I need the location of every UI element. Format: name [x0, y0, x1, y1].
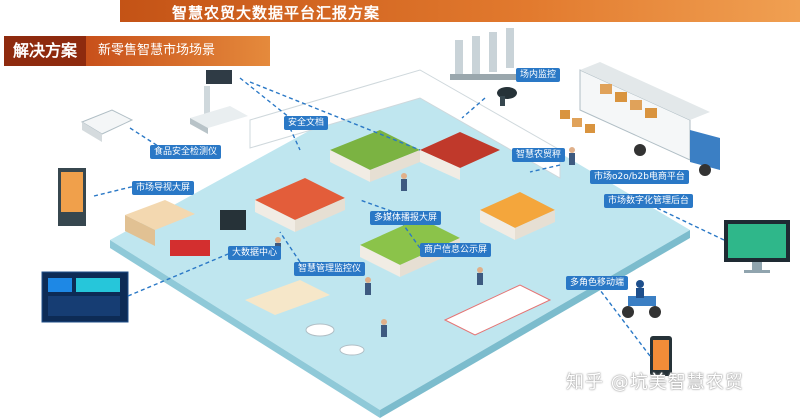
- food-tester-device: [80, 109, 134, 142]
- callout-data-center: 大数据中心: [228, 246, 282, 260]
- data-center-dashboard: [41, 271, 129, 323]
- delivery-truck: [579, 62, 720, 176]
- title-strip: [120, 0, 800, 22]
- callout-management: 市场数字化管理后台: [604, 194, 694, 208]
- smart-scale-device: [190, 70, 248, 134]
- produce-stalls: [255, 130, 555, 277]
- callout-smart-check: 智慧管理监控仪: [294, 262, 366, 276]
- camera-device: [497, 87, 517, 106]
- section-tab: 解决方案: [4, 36, 86, 66]
- big-data-screen-stand: [170, 240, 210, 256]
- callout-o2o: 市场o2o/b2b电商平台: [590, 170, 689, 184]
- callout-media-screen: 多媒体播报大屏: [370, 211, 442, 225]
- mobile-phone: [650, 336, 672, 376]
- seating-area: [245, 280, 365, 356]
- callout-monitor: 场内监控: [516, 68, 561, 82]
- service-counter: [125, 200, 195, 246]
- callout-guide-screen: 市场导视大屏: [132, 181, 195, 195]
- page-title: 智慧农贸大数据平台汇报方案: [172, 4, 381, 22]
- title-bar: 智慧农贸大数据平台汇报方案: [0, 0, 800, 24]
- callout-smart-scale: 智慧农贸秤: [512, 148, 566, 162]
- stock-boxes: [560, 110, 595, 133]
- entry-gates: [450, 28, 520, 80]
- callout-mobile: 多角色移动端: [566, 276, 629, 290]
- delivery-scooter: [622, 280, 661, 318]
- management-monitor: [724, 220, 790, 273]
- callout-safety: 安全文档: [284, 116, 329, 130]
- watermark: 知乎 @坑美智慧农贸: [566, 372, 744, 393]
- callout-merchant-screen: 商户信息公示屏: [420, 243, 492, 257]
- callout-food-check: 食品安全检测仪: [150, 145, 222, 159]
- section-subtitle: 新零售智慧市场场景: [86, 36, 270, 66]
- fridge-counter: [443, 284, 552, 336]
- guide-kiosk-device: [58, 168, 86, 226]
